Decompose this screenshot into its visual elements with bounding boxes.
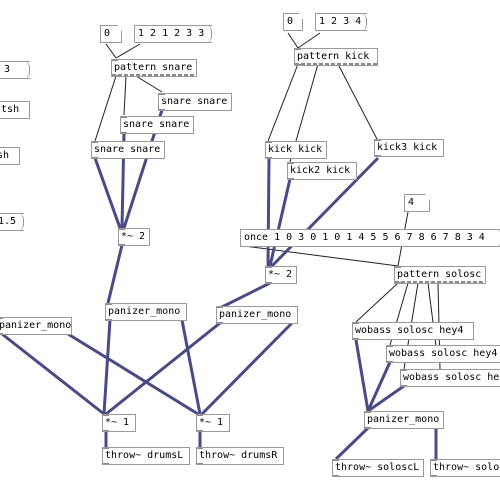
panizer-solosc-object-text: panizer_mono xyxy=(367,414,440,425)
pattern-solosc-object-text: pattern solosc xyxy=(397,269,482,280)
panizer-solosc-object[interactable]: panizer_mono xyxy=(364,411,444,429)
pattern-snare-object[interactable]: pattern snare xyxy=(111,59,197,77)
kick-pattern-message-text: 1 2 3 4 xyxy=(319,16,362,27)
throw-solosc-left-object-text: throw~ soloscL xyxy=(335,462,420,473)
tsh-object-left-2[interactable]: tsh xyxy=(0,147,20,165)
wobass-object-1[interactable]: wobass solosc hey4 xyxy=(352,322,474,340)
throw-drums-right-object-text: throw~ drumsR xyxy=(199,450,278,461)
pattern-solosc-outlets xyxy=(395,281,485,283)
solosc-counter-number-value: 4 xyxy=(408,197,415,208)
partial-message-left-text: 2 3 xyxy=(0,64,11,75)
kick-multiply-object[interactable]: *~ 2 xyxy=(265,266,297,284)
kick3-kick-object[interactable]: kick3 kick xyxy=(374,139,444,157)
tsh-object-left-2-text: tsh xyxy=(0,150,10,161)
snare-snare-object-2-text: snare snare xyxy=(123,119,190,130)
kick-kick-object-text: kick kick xyxy=(268,144,323,155)
wobass-object-2-text: wobass solosc hey4 xyxy=(389,348,498,359)
kick-kick-object[interactable]: kick kick xyxy=(265,141,327,159)
panizer-snare-object[interactable]: panizer_mono xyxy=(105,303,187,321)
throw-solosc-right-object-text: throw~ solo xyxy=(433,462,500,473)
pattern-kick-object[interactable]: pattern kick xyxy=(294,48,378,66)
kick-multiply-object-text: *~ 2 xyxy=(268,269,293,280)
kick2-kick-object-text: kick2 kick xyxy=(290,165,351,176)
pattern-snare-object-text: pattern snare xyxy=(114,62,193,73)
throw-drums-left-object-text: throw~ drumsL xyxy=(105,450,184,461)
snare-pattern-message[interactable]: 1 2 1 2 3 3 xyxy=(134,25,212,43)
tsh-object-left[interactable]: n tsh xyxy=(0,101,30,119)
throw-solosc-left-object[interactable]: throw~ soloscL xyxy=(332,459,424,477)
pattern-snare-outlets xyxy=(112,74,196,76)
snare-counter-number-value: 0 xyxy=(104,28,111,39)
kick-counter-number-value: 0 xyxy=(287,16,294,27)
multiply-right-object-text: *~ 1 xyxy=(199,417,224,428)
multiply-left-object[interactable]: *~ 1 xyxy=(102,414,136,432)
tsh-object-left-text: n tsh xyxy=(0,104,20,115)
pattern-kick-object-text: pattern kick xyxy=(297,51,370,62)
snare-snare-object-2[interactable]: snare snare xyxy=(120,116,194,134)
once-pattern-message[interactable]: once 1 0 3 0 1 0 1 4 5 5 6 7 8 6 7 8 3 4 xyxy=(240,229,500,247)
wobass-object-3-text: wobass solosc hey xyxy=(403,372,500,383)
panizer-kick-object[interactable]: panizer_mono xyxy=(216,306,298,324)
solosc-counter-number[interactable]: 4 xyxy=(404,194,430,212)
throw-solosc-right-object[interactable]: throw~ solo xyxy=(430,459,500,477)
throw-drums-left-object[interactable]: throw~ drumsL xyxy=(102,447,190,465)
snare-snare-object-1[interactable]: snare snare xyxy=(158,93,232,111)
value-message-left-text: 1.5 xyxy=(0,216,17,227)
throw-drums-right-object[interactable]: throw~ drumsR xyxy=(196,447,284,465)
audio-cords xyxy=(1,109,438,461)
snare-snare-object-1-text: snare snare xyxy=(161,96,228,107)
multiply-right-object[interactable]: *~ 1 xyxy=(196,414,230,432)
partial-message-left[interactable]: 2 3 xyxy=(0,61,30,79)
kick3-kick-object-text: kick3 kick xyxy=(377,142,438,153)
panizer-left-object[interactable]: panizer_mono xyxy=(0,317,72,335)
snare-multiply-object[interactable]: *~ 2 xyxy=(118,228,150,246)
wobass-object-3[interactable]: wobass solosc hey xyxy=(400,369,500,387)
panizer-snare-object-text: panizer_mono xyxy=(108,306,181,317)
value-message-left[interactable]: 1.5 xyxy=(0,213,24,231)
panizer-kick-object-text: panizer_mono xyxy=(219,309,292,320)
once-pattern-message-text: once 1 0 3 0 1 0 1 4 5 5 6 7 8 6 7 8 3 4 xyxy=(244,232,485,243)
multiply-left-object-text: *~ 1 xyxy=(105,417,130,428)
kick2-kick-object[interactable]: kick2 kick xyxy=(287,162,357,180)
kick-counter-number[interactable]: 0 xyxy=(283,13,303,31)
wobass-object-1-text: wobass solosc hey4 xyxy=(355,325,464,336)
wobass-object-2[interactable]: wobass solosc hey4 xyxy=(386,345,500,363)
snare-snare-object-3-text: snare snare xyxy=(94,144,161,155)
snare-pattern-message-text: 1 2 1 2 3 3 xyxy=(138,28,205,39)
snare-counter-number[interactable]: 0 xyxy=(100,25,122,43)
pattern-kick-outlets xyxy=(295,63,377,65)
kick-pattern-message[interactable]: 1 2 3 4 xyxy=(315,13,367,31)
panizer-left-object-text: panizer_mono xyxy=(0,320,72,331)
snare-snare-object-3[interactable]: snare snare xyxy=(91,141,165,159)
snare-multiply-object-text: *~ 2 xyxy=(121,231,146,242)
